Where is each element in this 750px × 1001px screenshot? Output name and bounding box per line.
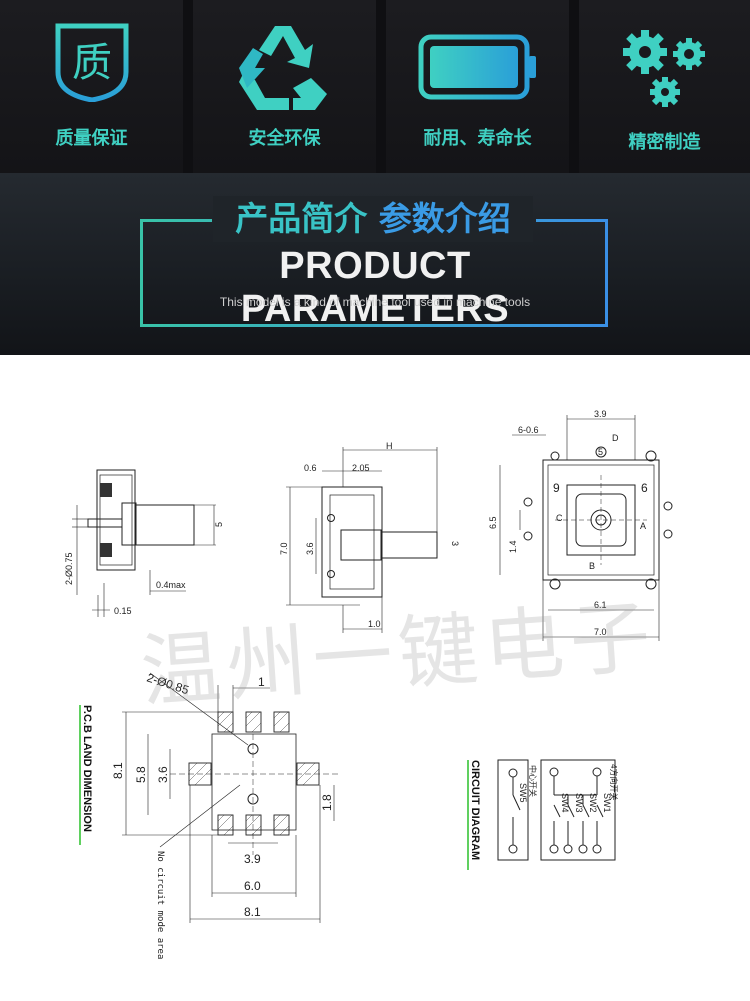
feature-label-eco: 安全环保 bbox=[248, 128, 321, 149]
dim-top-6: 7.0 bbox=[594, 627, 607, 637]
pcb-title: P.C.B LAND DIMENSION bbox=[81, 705, 93, 832]
feature-label-precision: 精密制造 bbox=[628, 132, 701, 153]
feature-eco: 安全环保 bbox=[193, 0, 376, 173]
circuit-diagram: CIRCUIT DIAGRAM SW5 SW1 SW2 SW3 SW4 中心开关… bbox=[467, 759, 619, 870]
dim-front-h: H bbox=[386, 441, 393, 451]
top-num-3: 6 bbox=[641, 481, 648, 495]
dim-side-2: 2-Ø0.75 bbox=[64, 552, 74, 585]
top-num-1: 5 bbox=[598, 447, 603, 457]
circuit-title: CIRCUIT DIAGRAM bbox=[469, 760, 481, 860]
side-view: 5 2-Ø0.75 0.4max 0.15 bbox=[64, 469, 224, 617]
header-en-title: PRODUCT PARAMETERS bbox=[240, 245, 510, 330]
dim-top-2: 6-0.6 bbox=[518, 425, 539, 435]
dim-top-4: 1.4 bbox=[508, 540, 518, 553]
dim-front-3: 7.0 bbox=[279, 542, 289, 555]
header-cn-title: 产品简介 参数介绍 bbox=[213, 196, 533, 242]
header-en-subtitle: This model is a kind of machine tool use… bbox=[219, 295, 531, 309]
sw5-label: SW5 bbox=[518, 783, 528, 803]
dim-front-1: 0.6 bbox=[304, 463, 317, 473]
pin-b: B bbox=[589, 561, 595, 571]
dim-front-6: 3 bbox=[450, 541, 460, 546]
dim-side-1: 5 bbox=[214, 522, 224, 527]
pin-a: A bbox=[640, 521, 646, 531]
feature-quality: 质 质量保证 bbox=[0, 0, 183, 173]
pin-d: D bbox=[612, 433, 619, 443]
gears-icon bbox=[623, 30, 705, 107]
pcb-note: No circuit mode area bbox=[155, 851, 165, 959]
feature-label-quality: 质量保证 bbox=[55, 128, 128, 149]
pin-c: C bbox=[556, 513, 563, 523]
feature-durable: 耐用、寿命长 bbox=[386, 0, 569, 173]
sw4-label: SW4 bbox=[560, 793, 570, 813]
recycle-icon bbox=[239, 26, 327, 110]
top-num-2: 9 bbox=[553, 481, 560, 495]
dim-pcb-5: 3.6 bbox=[156, 766, 170, 783]
dim-front-5: 1.0 bbox=[368, 619, 381, 629]
feature-precision: 精密制造 bbox=[579, 0, 750, 173]
header-cn-part1: 产品简介 bbox=[235, 199, 368, 238]
dim-side-4: 0.15 bbox=[114, 606, 132, 616]
dim-pcb-3: 8.1 bbox=[111, 762, 125, 779]
circuit-label-center: 中心开关 bbox=[528, 765, 538, 797]
dim-top-5: 6.1 bbox=[594, 600, 607, 610]
dim-pcb-9: 8.1 bbox=[244, 905, 261, 919]
dim-top-3: 6.5 bbox=[488, 516, 498, 529]
front-view: H 0.6 2.05 7.0 3.6 1.0 3 bbox=[279, 441, 460, 633]
dim-front-4: 3.6 bbox=[305, 542, 315, 555]
header-cn-part2: 参数介绍 bbox=[378, 199, 511, 238]
sw1-label: SW1 bbox=[602, 793, 612, 813]
dim-pcb-6: 1.8 bbox=[320, 794, 334, 811]
dim-pcb-4: 5.8 bbox=[134, 766, 148, 783]
svg-text:质: 质 bbox=[72, 40, 112, 86]
header-frame bbox=[140, 219, 608, 327]
dim-side-3: 0.4max bbox=[156, 580, 186, 590]
top-view: 3.9 6-0.6 6.5 1.4 6.1 7.0 D C B A 5 9 6 bbox=[488, 409, 673, 641]
dim-front-2: 2.05 bbox=[352, 463, 370, 473]
battery-icon bbox=[418, 34, 536, 100]
circuit-label-four: 4方向开关 bbox=[609, 764, 619, 800]
dim-pcb-8: 6.0 bbox=[244, 879, 261, 893]
technical-drawing: 5 2-Ø0.75 0.4max 0.15 H 0.6 2.05 7.0 3.6… bbox=[64, 409, 673, 959]
quality-badge-icon: 质 bbox=[55, 23, 129, 102]
dim-pcb-7: 3.9 bbox=[244, 852, 261, 866]
dim-top-1: 3.9 bbox=[594, 409, 607, 419]
dim-pcb-2: 1 bbox=[258, 675, 265, 689]
sw2-label: SW2 bbox=[588, 793, 598, 813]
feature-label-durable: 耐用、寿命长 bbox=[423, 128, 532, 149]
sw3-label: SW3 bbox=[574, 793, 584, 813]
